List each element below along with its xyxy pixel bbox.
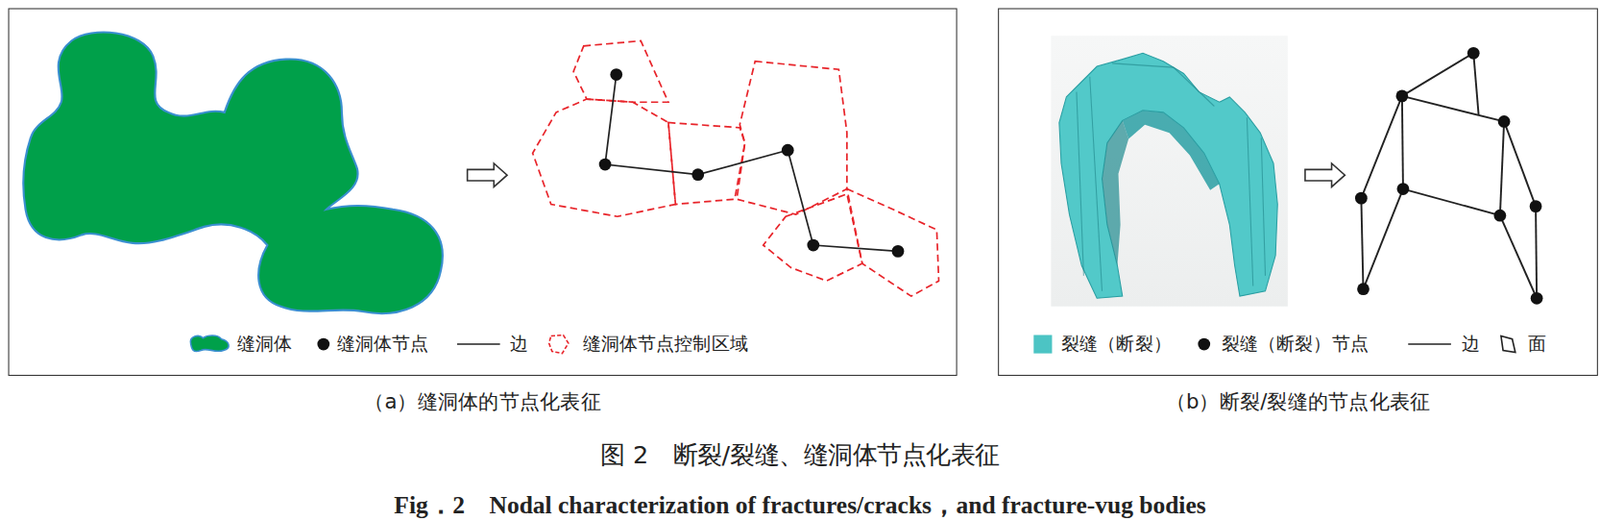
panel-caption: （b）断裂/裂缝的节点化表征: [998, 388, 1598, 414]
control-region: [573, 41, 669, 103]
legend-text: 边: [1461, 331, 1480, 357]
graph-node: [1498, 115, 1511, 128]
fracture-streak: [1076, 92, 1084, 276]
graph-edge: [1360, 96, 1403, 198]
graph-edge: [1402, 96, 1504, 122]
fracture-graph-nodes: [1355, 47, 1544, 305]
legend-line: [1407, 342, 1452, 345]
graph-node: [691, 168, 704, 181]
legend-dot: [1197, 338, 1211, 351]
fracture-streak: [1112, 63, 1214, 107]
graph-edge: [1473, 52, 1479, 115]
graph-node: [609, 68, 623, 81]
hollow-arrow: [467, 163, 508, 187]
legend-dot: [316, 338, 330, 351]
graph-node: [1355, 192, 1368, 205]
control-regions: [533, 41, 940, 297]
figure-panel: （b）断裂/裂缝的节点化表征裂缝（断裂）裂缝（断裂）节点边面: [997, 8, 1599, 377]
graph-node: [1397, 182, 1410, 195]
graph-edge: [1363, 189, 1404, 290]
legend-text: 缝洞体节点: [337, 331, 430, 357]
legend-blob: [190, 335, 229, 352]
fracture-streak: [1246, 117, 1253, 286]
fracture-image-ground: [1050, 35, 1288, 307]
hollow-arrow: [1305, 163, 1345, 187]
legend-sample: [1498, 331, 1521, 357]
legend-face: [1501, 336, 1516, 353]
legend-square: [1033, 335, 1052, 354]
fracture-streak: [1260, 137, 1265, 275]
legend-line: [457, 342, 501, 345]
graph-node: [1396, 90, 1409, 103]
legend-text: 边: [509, 331, 529, 357]
legend-sample: [1195, 331, 1213, 357]
legend-text: 缝洞体: [237, 331, 292, 357]
graph-node: [1530, 291, 1544, 305]
control-region: [533, 98, 677, 217]
graph-nodes: [599, 68, 905, 258]
graph-node: [1494, 209, 1507, 222]
control-region: [763, 193, 863, 281]
legend-sample: [186, 331, 232, 357]
legend-text: 面: [1527, 331, 1547, 357]
graph-node: [1467, 47, 1480, 60]
figure-title: 图 2 断裂/裂缝、缝洞体节点化表征: [0, 439, 1600, 471]
legend-text: 缝洞体节点控制区域: [582, 331, 749, 357]
graph-edge: [1402, 96, 1404, 190]
graph-node: [806, 239, 820, 252]
fracture-inner-face: [1102, 120, 1130, 266]
figure-caption: Fig．2 Nodal characterization of fracture…: [0, 489, 1600, 521]
legend-dashpoly: [549, 335, 569, 354]
control-region: [668, 122, 746, 205]
legend-text: 裂缝（断裂）节点: [1221, 331, 1369, 357]
fracture-texture: [1076, 63, 1266, 291]
legend-sample: [548, 331, 571, 357]
graph-node: [1357, 282, 1370, 295]
legend-sample: [457, 331, 501, 357]
fracture-graph: [1360, 52, 1537, 298]
fracture-body: [1059, 52, 1278, 298]
graph-node: [781, 144, 795, 157]
fracture-inner-face: [1122, 110, 1220, 191]
legend-text: 裂缝（断裂）: [1061, 331, 1172, 357]
graph-edge: [1360, 197, 1363, 290]
figure-panel: （a）缝洞体的节点化表征缝洞体缝洞体节点边缝洞体节点控制区域: [8, 8, 958, 377]
legend-sample: [1032, 331, 1053, 357]
graph-edge: [605, 74, 898, 252]
graph-node: [892, 244, 905, 258]
graph-edge: [1500, 215, 1537, 298]
graph-node: [599, 158, 612, 171]
graph-edge: [1402, 52, 1474, 97]
graph-edge: [1535, 206, 1537, 299]
control-region: [736, 61, 848, 215]
legend-sample: [1407, 331, 1452, 357]
graph-node: [1529, 199, 1543, 213]
graph-edge: [1503, 121, 1536, 206]
fracture-vug-blob: [23, 32, 443, 315]
graph-edge: [1403, 189, 1501, 217]
panel-caption: （a）缝洞体的节点化表征: [9, 388, 957, 414]
graph-edge: [1500, 121, 1504, 216]
control-region: [847, 189, 940, 297]
legend-sample: [315, 331, 332, 357]
fracture-streak: [1090, 76, 1103, 291]
node-graph: [605, 74, 898, 252]
